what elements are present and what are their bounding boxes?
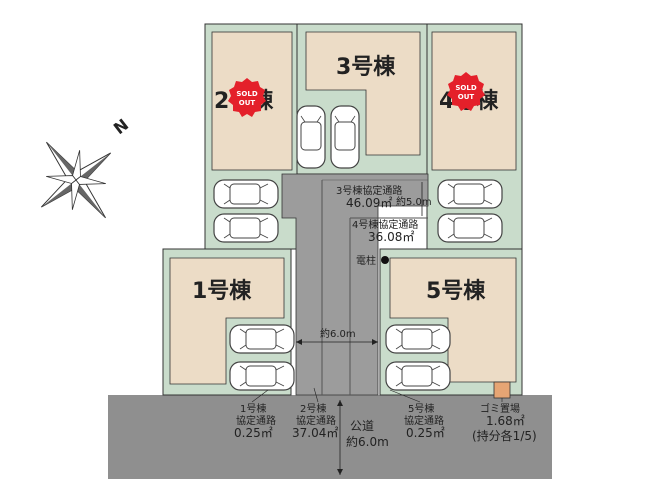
car-lot-5-a xyxy=(385,324,451,354)
road-4-label-line1: 4号棟協定通路 xyxy=(352,218,418,231)
car-lot-5-b xyxy=(385,361,451,391)
utility-pole-icon xyxy=(381,256,389,264)
garbage-area xyxy=(493,381,511,399)
road-1-label-line2: 協定通路 xyxy=(236,414,276,427)
car-lot-3-a xyxy=(296,105,326,169)
road-5-label-line3: 0.25㎡ xyxy=(406,426,445,440)
road-2-label-line3: 37.04㎡ xyxy=(292,426,338,440)
garbage-label-line3: (持分各1/5) xyxy=(472,428,537,443)
car-lot-2-a xyxy=(213,179,279,209)
road-5-label-line1: 5号棟 xyxy=(408,402,434,415)
lot-1-name: 1号棟 xyxy=(192,278,252,304)
car-lot-4-a xyxy=(437,179,503,209)
road-4-label-line2: 36.08㎡ xyxy=(368,230,414,244)
car-lot-4-b xyxy=(437,213,503,243)
lot-5-name: 5号棟 xyxy=(426,278,486,304)
road-2-label-line2: 協定通路 xyxy=(296,414,336,427)
compass xyxy=(40,141,112,219)
road-3-label-line2: 46.09㎡ xyxy=(346,196,392,210)
svg-text:OUT: OUT xyxy=(458,93,475,101)
sold-out-badge-lot-4: SOLD OUT xyxy=(447,72,485,111)
public-road-label-line2: 約6.0m xyxy=(346,434,389,449)
car-lot-1-b xyxy=(229,361,295,391)
road-2-label-line1: 2号棟 xyxy=(300,402,326,415)
driveway-width-label: 約6.0m xyxy=(320,327,356,340)
car-lot-1-a xyxy=(229,324,295,354)
lot-3-name: 3号棟 xyxy=(336,54,396,80)
svg-text:SOLD: SOLD xyxy=(455,84,476,92)
road-5-label-line2: 協定通路 xyxy=(404,414,444,427)
svg-text:OUT: OUT xyxy=(239,99,256,107)
road-1-label-line3: 0.25㎡ xyxy=(234,426,273,440)
car-lot-3-b xyxy=(330,105,360,169)
road-3-label-line1: 3号棟協定通路 xyxy=(336,184,402,197)
public-road xyxy=(108,395,552,479)
svg-text:SOLD: SOLD xyxy=(236,90,257,98)
public-road-label-line1: 公道 xyxy=(350,419,374,433)
road-3-width-label: 約5.0m xyxy=(396,195,432,208)
car-lot-2-b xyxy=(213,213,279,243)
garbage-label-line1: ゴミ置場 xyxy=(480,402,520,415)
private-driveway xyxy=(281,173,429,396)
garbage-label-line2: 1.68㎡ xyxy=(486,414,525,428)
lot-1-building xyxy=(169,257,285,385)
compass-north-label: N xyxy=(110,115,132,138)
lot-3-building xyxy=(305,31,421,156)
road-1-label-line1: 1号棟 xyxy=(240,402,266,415)
utility-pole-label: 電柱 xyxy=(356,254,376,267)
sold-out-badge-lot-2: SOLD OUT xyxy=(228,78,266,117)
